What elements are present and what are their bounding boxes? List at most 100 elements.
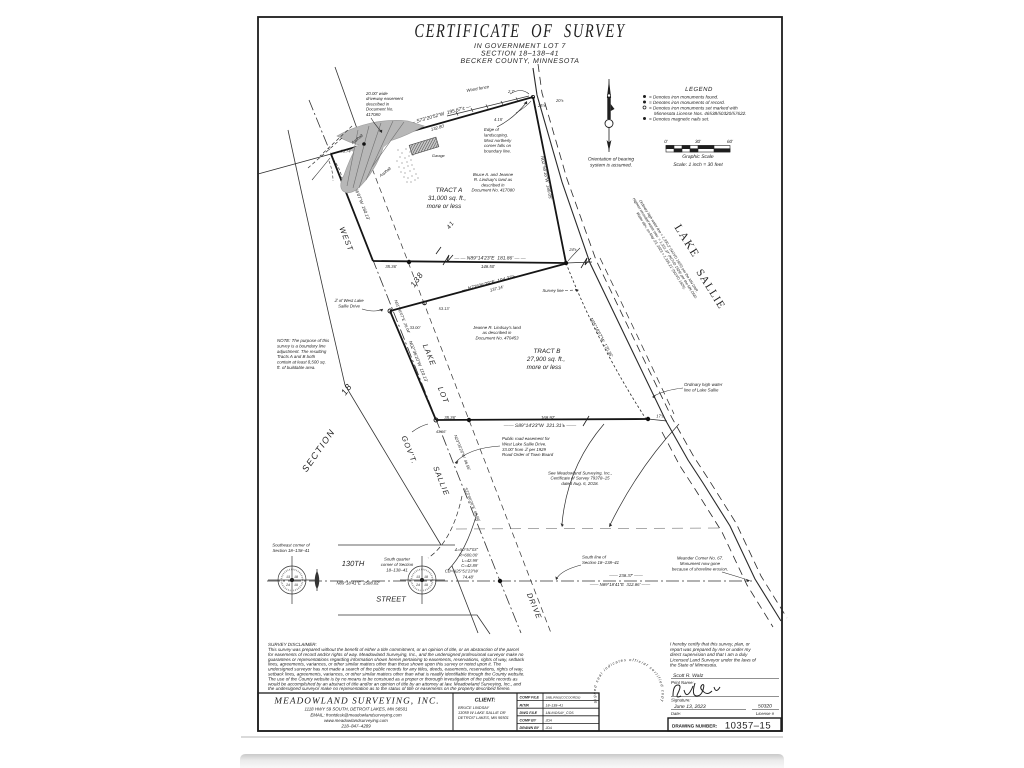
svg-text:Tracts A and B both: Tracts A and B both: [277, 354, 316, 359]
svg-text:TRACT B: TRACT B: [534, 348, 561, 355]
svg-text:53.13': 53.13': [439, 306, 450, 311]
svg-text:as described in: as described in: [483, 330, 513, 335]
svg-text:13: 13: [286, 575, 290, 579]
svg-text:would be accomplished by an ab: would be accomplished by an abstract of …: [268, 681, 521, 686]
svg-text:dated Aug. 6, 2018.: dated Aug. 6, 2018.: [561, 481, 598, 486]
svg-text:= Denotes magnetic nails set.: = Denotes magnetic nails set.: [649, 117, 709, 122]
svg-text:COMP BY: COMP BY: [520, 719, 537, 723]
svg-text:—— S89°14'23"W 221.31'± ——: —— S89°14'23"W 221.31'± ——: [503, 423, 577, 429]
svg-text:DWG FILE: DWG FILE: [520, 711, 538, 715]
svg-text:contain at least 8,500 sq.: contain at least 8,500 sq.: [277, 360, 326, 365]
svg-text:Date:: Date:: [671, 711, 681, 716]
svg-text:33.00' from ℤ per 1929: 33.00' from ℤ per 1929: [502, 447, 547, 452]
svg-text:BECKER COUNTY, MINNESOTA: BECKER COUNTY, MINNESOTA: [460, 58, 579, 65]
svg-text:50320: 50320: [758, 704, 772, 710]
svg-text:Edge of: Edge of: [484, 127, 500, 132]
svg-text:IN GOVERNMENT LOT 7: IN GOVERNMENT LOT 7: [474, 43, 566, 50]
svg-text:Wood fence: Wood fence: [466, 84, 490, 93]
svg-text:CB=N25°51'23"W: CB=N25°51'23"W: [445, 569, 479, 574]
svg-text:described in: described in: [481, 182, 505, 187]
svg-text:driveway easement: driveway easement: [366, 96, 404, 101]
svg-text:13: 13: [416, 575, 420, 579]
svg-text:STREET: STREET: [376, 595, 407, 604]
svg-text:South quarter: South quarter: [384, 557, 411, 562]
svg-text:Most northerly: Most northerly: [484, 138, 512, 143]
svg-text:Survey line: Survey line: [542, 288, 564, 293]
svg-text:Section 18–138–41: Section 18–138–41: [272, 548, 310, 553]
svg-text:LEGEND: LEGEND: [685, 86, 713, 93]
svg-text:guarantees or representations: guarantees or representations regarding …: [268, 657, 525, 662]
svg-text:system is assumed.: system is assumed.: [590, 163, 632, 169]
svg-text:132.80': 132.80': [430, 123, 445, 132]
svg-text:undersigned surveyor has not m: undersigned surveyor has not made a sear…: [268, 667, 523, 672]
svg-text:Signature:: Signature:: [671, 698, 691, 703]
svg-text:18–138–41: 18–138–41: [546, 703, 564, 707]
svg-text:60': 60': [727, 139, 733, 144]
svg-text:landscaping.: landscaping.: [484, 132, 508, 137]
svg-text:South line of: South line of: [582, 555, 607, 560]
svg-text:24: 24: [285, 583, 290, 587]
svg-text:direct supervision and that I: direct supervision and that I am a duly: [670, 652, 748, 657]
svg-text:L=42.99': L=42.99': [462, 558, 478, 563]
svg-text:more or less: more or less: [527, 364, 562, 371]
svg-text:N89°18'41"E 2588.82': N89°18'41"E 2588.82': [336, 581, 379, 586]
svg-text:JDA: JDA: [545, 719, 553, 723]
svg-text:417080: 417080: [366, 112, 381, 117]
svg-text:MEADOWLAND SURVEYING, INC.: MEADOWLAND SURVEYING, INC.: [273, 696, 439, 706]
svg-text:10357–15: 10357–15: [725, 721, 771, 732]
svg-text:—— 238.37' ——: —— 238.37' ——: [608, 573, 643, 578]
svg-text:Jeanne R. Lindsay's land: Jeanne R. Lindsay's land: [472, 325, 521, 330]
svg-text:31,000 sq. ft.,: 31,000 sq. ft.,: [428, 195, 466, 202]
svg-text:74.48': 74.48': [462, 575, 473, 580]
svg-text:adjustment. The resulting: adjustment. The resulting: [277, 349, 327, 354]
svg-text:41: 41: [445, 220, 456, 231]
svg-text:BRUCE LINDSAY: BRUCE LINDSAY: [458, 705, 489, 710]
svg-text:Southeast corner of: Southeast corner of: [272, 543, 310, 548]
svg-text:lines, agreements, variances,: lines, agreements, variances, or other s…: [268, 662, 501, 667]
svg-text:Public road easement for: Public road easement for: [502, 436, 550, 441]
svg-text:more or less: more or less: [427, 203, 462, 210]
svg-text:See Meadowland Surveying, Inc.: See Meadowland Surveying, Inc.,: [548, 471, 612, 476]
svg-text:Graphic Scale: Graphic Scale: [682, 154, 714, 160]
svg-text:4.15': 4.15': [494, 117, 503, 122]
svg-text:25'±: 25'±: [537, 103, 546, 108]
svg-text:the State of Minnesota.: the State of Minnesota.: [670, 663, 717, 668]
svg-text:Section 18–138–41: Section 18–138–41: [582, 560, 620, 565]
svg-text:report was prepared by me or u: report was prepared by me or under my: [670, 647, 751, 652]
svg-text:18BLINNS(COCOORDS): 18BLINNS(COCOORDS): [546, 696, 581, 700]
svg-text:License #: License #: [756, 711, 775, 716]
svg-text:the undersigned surveyor make: the undersigned surveyor make no represe…: [268, 686, 511, 691]
svg-text:33.00': 33.00': [410, 325, 421, 330]
svg-text:because of shoreline erosion.: because of shoreline erosion.: [672, 566, 728, 571]
svg-text:35.36': 35.36': [444, 415, 456, 420]
svg-text:Monument now gone: Monument now gone: [680, 561, 721, 566]
svg-text:Ordinary high water: Ordinary high water: [684, 382, 723, 387]
svg-text:C=42.89': C=42.89': [461, 563, 478, 568]
svg-text:corner falls on: corner falls on: [484, 143, 512, 148]
svg-text:17'±: 17'±: [656, 414, 664, 419]
svg-text:This survey was prepared witho: This survey was prepared without the ben…: [268, 647, 520, 652]
svg-text:Δ=50°57'03": Δ=50°57'03": [454, 547, 479, 552]
svg-text:JDA: JDA: [545, 726, 553, 730]
svg-text:24'±: 24'±: [568, 247, 577, 252]
svg-text:23.74': 23.74': [340, 149, 352, 154]
svg-text:20.00' wide: 20.00' wide: [365, 91, 388, 96]
svg-text:= Denotes iron monuments found: = Denotes iron monuments found.: [649, 95, 718, 100]
svg-text:Road Order of Town Board: Road Order of Town Board: [502, 452, 554, 457]
svg-text:148.50': 148.50': [481, 264, 495, 269]
svg-text:CERTIFICATE OF SURVEY: CERTIFICATE OF SURVEY: [414, 21, 625, 42]
svg-text:Certificate of Survey 79378–15: Certificate of Survey 79378–15: [551, 476, 611, 481]
svg-text:Document No. 417080: Document No. 417080: [472, 188, 516, 193]
svg-text:setback lines, agreements, var: setback lines, agreements, variances, or…: [268, 672, 525, 677]
svg-text:Print Name:: Print Name:: [671, 680, 694, 685]
svg-text:June 13, 2023: June 13, 2023: [673, 704, 706, 710]
svg-text:DRAWN BY: DRAWN BY: [520, 726, 540, 730]
svg-text:corner of Section: corner of Section: [381, 562, 414, 567]
svg-text:boundary line.: boundary line.: [484, 149, 511, 154]
svg-text:43.56': 43.56': [436, 430, 447, 434]
svg-text:18: 18: [424, 575, 428, 579]
svg-text:Meander Corner No. 67.: Meander Corner No. 67.: [677, 556, 723, 561]
svg-text:137.14': 137.14': [489, 284, 504, 292]
svg-text:19: 19: [294, 583, 298, 587]
svg-text:218–847–4289: 218–847–4289: [340, 723, 371, 728]
